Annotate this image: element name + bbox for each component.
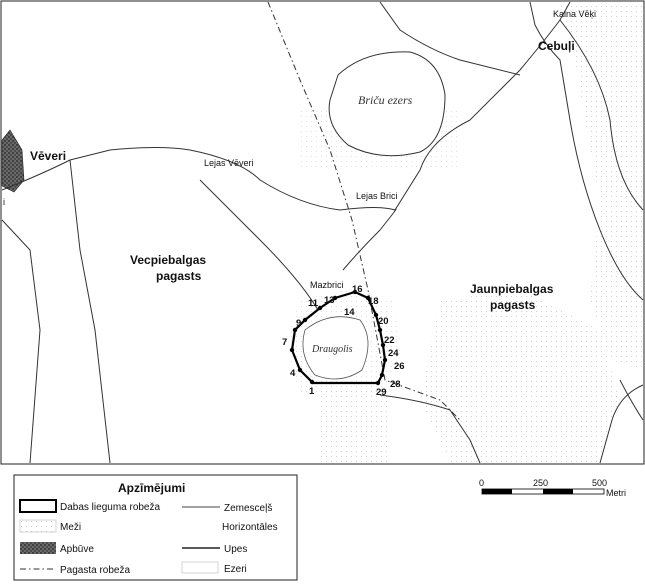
legend-rivers: Upes (224, 544, 247, 555)
label-jaunpiebalgas: Jaunpiebalgas (470, 282, 554, 296)
legend-lakes: Ezeri (224, 564, 247, 575)
legend-boundary: Dabas lieguma robeža (60, 502, 160, 513)
label-draugolis: Draugolis (311, 344, 353, 355)
legend: Apzīmējumi Dabas lieguma robeža Meži Apb… (13, 474, 298, 581)
label-mazbrici: Mazbrici (310, 280, 344, 290)
legend-swatch-lakes (181, 561, 219, 574)
label-cebuli: Cebuļi (538, 39, 575, 53)
scale-unit: Metri (606, 488, 626, 498)
legend-swatch-forest (19, 519, 57, 533)
parish-boundary (267, 1, 461, 421)
point-28: 28 (390, 379, 401, 390)
scale-tick-250: 250 (533, 478, 548, 488)
legend-swatch-built (20, 542, 56, 554)
label-vecpiebalgas: Vecpiebalgas (130, 253, 206, 267)
point-9: 9 (296, 318, 301, 329)
legend-contours: Horizontāles (222, 522, 278, 533)
point-26: 26 (394, 361, 405, 372)
point-24: 24 (388, 348, 399, 359)
reserve-boundary (290, 290, 387, 385)
point-1: 1 (309, 386, 315, 397)
scale-tick-0: 0 (479, 478, 484, 488)
label-vec-pagasts: pagasts (156, 269, 202, 283)
point-numbers: 1 4 7 9 11 13 14 16 18 20 22 24 26 28 29 (282, 284, 405, 398)
label-kalna-veki: Kalna Vēķi (553, 9, 596, 19)
scale-tick-500: 500 (592, 478, 607, 488)
legend-built: Apbūve (60, 544, 94, 555)
point-14: 14 (344, 307, 355, 318)
point-18: 18 (368, 296, 379, 307)
point-16: 16 (352, 284, 363, 295)
label-bricu-ezers: Briču ezers (358, 93, 413, 107)
boundary-vertices (289, 289, 388, 386)
scale-bar: 0 250 500 Metri (479, 478, 626, 498)
legend-forest: Meži (60, 522, 81, 533)
label-jaun-pagasts: pagasts (490, 298, 536, 312)
label-lejas-brici: Lejas Brici (356, 191, 398, 201)
point-4: 4 (290, 368, 296, 379)
legend-title: Apzīmējumi (118, 481, 185, 495)
point-22: 22 (384, 335, 395, 346)
label-veveri: Vēveri (30, 149, 66, 163)
lake-bricu (328, 51, 446, 157)
legend-road: Zemesceļš (224, 503, 272, 514)
point-11: 11 (308, 298, 319, 309)
lake-draugolis (302, 316, 369, 380)
point-13: 13 (324, 295, 335, 306)
point-29: 29 (376, 387, 387, 398)
label-edge-i: i (3, 197, 5, 207)
legend-parish: Pagasta robeža (60, 565, 130, 576)
label-lejas-veveri: Lejas Vēveri (204, 158, 254, 168)
legend-swatch-boundary (19, 499, 57, 513)
built-up-area (1, 129, 25, 193)
boundary-lines (1, 1, 644, 464)
point-7: 7 (282, 337, 287, 348)
point-20: 20 (378, 316, 389, 327)
